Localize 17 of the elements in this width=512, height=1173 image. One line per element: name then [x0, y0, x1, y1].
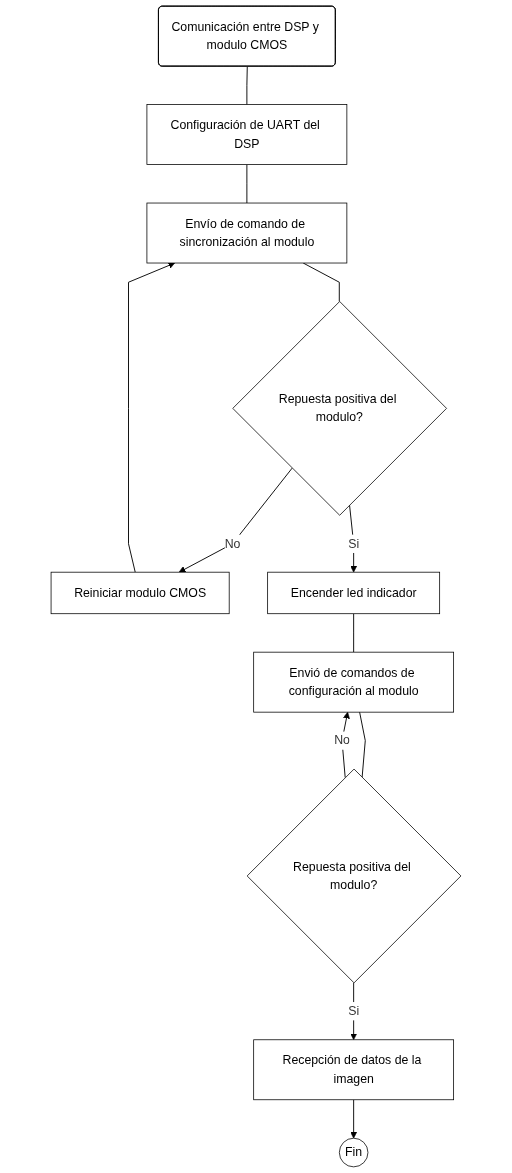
- connector: [359, 711, 366, 778]
- node-box: Envío de comando de sincronización al modulo: [146, 202, 348, 264]
- edge-label: No: [224, 536, 241, 550]
- node-box: Configuración de UART del DSP: [146, 104, 348, 165]
- node-box: Recepción de datos de la imagen: [253, 1039, 454, 1101]
- node-diamond: Repuesta positiva del modulo?: [232, 301, 447, 516]
- edge-label: Si: [348, 1004, 360, 1018]
- node-circle: Fin: [338, 1137, 369, 1168]
- node-diamond: Repuesta positiva del modulo?: [246, 768, 462, 984]
- node-box: Reiniciar modulo CMOS: [50, 571, 230, 615]
- node-box: Envió de comandos de configuración al modulo: [253, 651, 454, 713]
- edge-label: Si: [348, 536, 360, 550]
- connector: [246, 66, 248, 106]
- edge-label: No: [334, 733, 350, 747]
- connector: [246, 164, 248, 204]
- connector: [353, 613, 355, 653]
- node-box: Encender led indicador: [267, 571, 441, 615]
